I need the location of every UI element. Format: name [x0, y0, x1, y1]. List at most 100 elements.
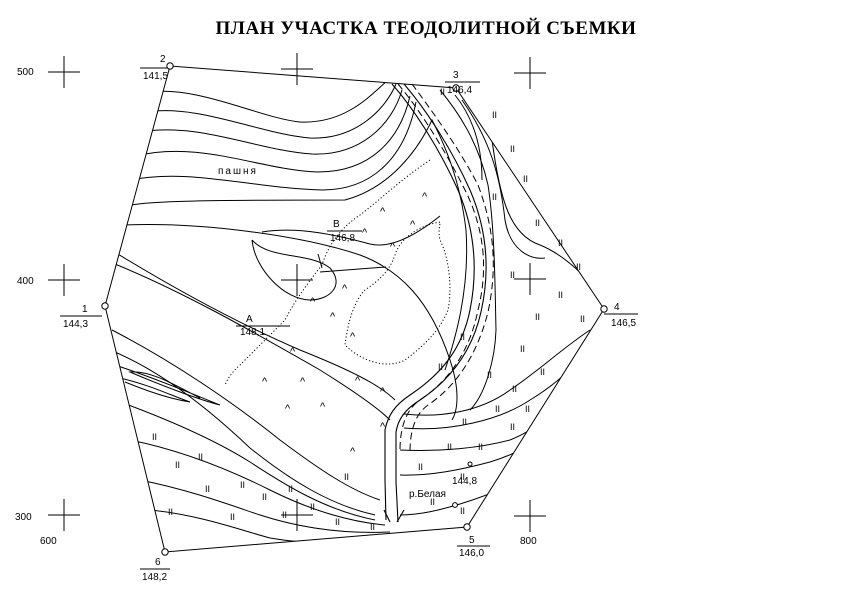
svg-text:^: ^ [422, 191, 428, 203]
contour-line [107, 247, 396, 401]
station-marker [166, 62, 174, 70]
svg-text:II: II [535, 218, 540, 228]
station-elevation: 146,0 [459, 548, 484, 559]
svg-text:II: II [344, 472, 349, 482]
station-elevation: 146,4 [447, 85, 472, 96]
spot-marker [452, 502, 458, 508]
contour-line [111, 329, 381, 501]
svg-text:II: II [558, 238, 563, 248]
svg-text:II: II [460, 332, 465, 342]
svg-text:II: II [478, 442, 483, 452]
grid-label-300: 300 [15, 512, 32, 523]
svg-text:^: ^ [380, 206, 386, 218]
svg-text:^: ^ [390, 241, 396, 253]
svg-text:II: II [510, 270, 515, 280]
svg-text:^: ^ [380, 421, 386, 433]
contour-line [114, 399, 376, 521]
svg-text:II: II [495, 404, 500, 414]
point-name: A [246, 314, 253, 325]
svg-text:II: II [198, 452, 203, 462]
contour-line [109, 349, 376, 516]
grid-cross [48, 56, 80, 88]
meadow-symbols: II II II II II II II II II II II II II II II II II I… [152, 87, 585, 532]
contour-line [139, 479, 391, 533]
contour-line [129, 439, 386, 526]
svg-text:^: ^ [410, 219, 416, 231]
svg-text:II: II [370, 522, 375, 532]
spot-marker [467, 461, 473, 467]
station-number: 3 [453, 70, 459, 81]
point-elevation: 146,8 [330, 233, 355, 244]
contour-line [124, 224, 458, 421]
svg-text:II: II [460, 472, 465, 482]
svg-text:II: II [335, 517, 340, 527]
point-b: B 146,8 [327, 219, 362, 244]
station-marker [101, 302, 109, 310]
grid-label-600: 600 [40, 536, 57, 547]
grid-cross [48, 499, 80, 531]
station-elevation: 144,3 [63, 319, 88, 330]
point-name: B [333, 219, 340, 230]
point-a: A 148,1 [236, 314, 290, 338]
station-number: 4 [614, 302, 620, 313]
station-4: 4 146,5 [600, 302, 638, 329]
station-number: 2 [160, 54, 166, 65]
svg-text:^: ^ [380, 386, 386, 398]
river-bela [383, 83, 487, 523]
contour-line [491, 139, 604, 301]
contour-line [454, 94, 483, 181]
river-label: р.Белая [409, 489, 446, 500]
svg-text:II: II [492, 192, 497, 202]
svg-text:^: ^ [300, 376, 306, 388]
svg-text:^: ^ [350, 331, 356, 343]
svg-text:II: II [512, 384, 517, 394]
svg-text:II: II [447, 442, 452, 452]
svg-text:II: II [240, 480, 245, 490]
station-1: 1 144,3 [60, 302, 109, 330]
station-elevation: 146,5 [611, 318, 636, 329]
contour-line [135, 95, 411, 173]
svg-text:II: II [430, 497, 435, 507]
road [397, 83, 494, 453]
shrub-symbols: ^^^ ^^^ ^^^ ^^^ ^^^ ^^^ [262, 191, 428, 458]
svg-text:^: ^ [285, 403, 291, 415]
svg-text:II: II [558, 290, 563, 300]
station-number: 6 [155, 557, 161, 568]
contour-line [261, 215, 441, 246]
contour-line [461, 99, 546, 259]
svg-text:II: II [175, 460, 180, 470]
station-marker [463, 523, 471, 531]
contour-line [119, 377, 191, 403]
station-elevation: 141,5 [143, 71, 168, 82]
point-elevation: 148,1 [240, 327, 265, 338]
svg-text:II: II [418, 462, 423, 472]
svg-text:^: ^ [355, 375, 361, 387]
svg-text:II: II [520, 344, 525, 354]
svg-text:II: II [540, 367, 545, 377]
station-3: 3 146,4 [445, 70, 480, 96]
grid-cross [514, 263, 546, 295]
svg-text:II: II [487, 370, 492, 380]
grid-cross [48, 264, 80, 296]
river-spot-height: 144,8 [452, 461, 477, 508]
contour-line [129, 101, 417, 191]
contour-line [403, 329, 591, 416]
grid-crosses [48, 53, 546, 532]
svg-text:^: ^ [290, 346, 296, 358]
svg-text:II: II [288, 484, 293, 494]
svg-text:II: II [262, 492, 267, 502]
contour-line [403, 349, 591, 430]
contour-line [149, 79, 389, 123]
station-2: 2 141,5 [140, 54, 174, 82]
station-6: 6 148,2 [140, 548, 170, 583]
svg-text:II: II [205, 484, 210, 494]
svg-text:II: II [310, 502, 315, 512]
svg-text:II: II [168, 507, 173, 517]
contour-line [145, 83, 397, 139]
contour-line [122, 118, 468, 371]
vegetation-boundary [224, 159, 451, 386]
station-number: 1 [82, 304, 88, 315]
contour-line [439, 89, 497, 411]
grid-cross [281, 53, 313, 85]
